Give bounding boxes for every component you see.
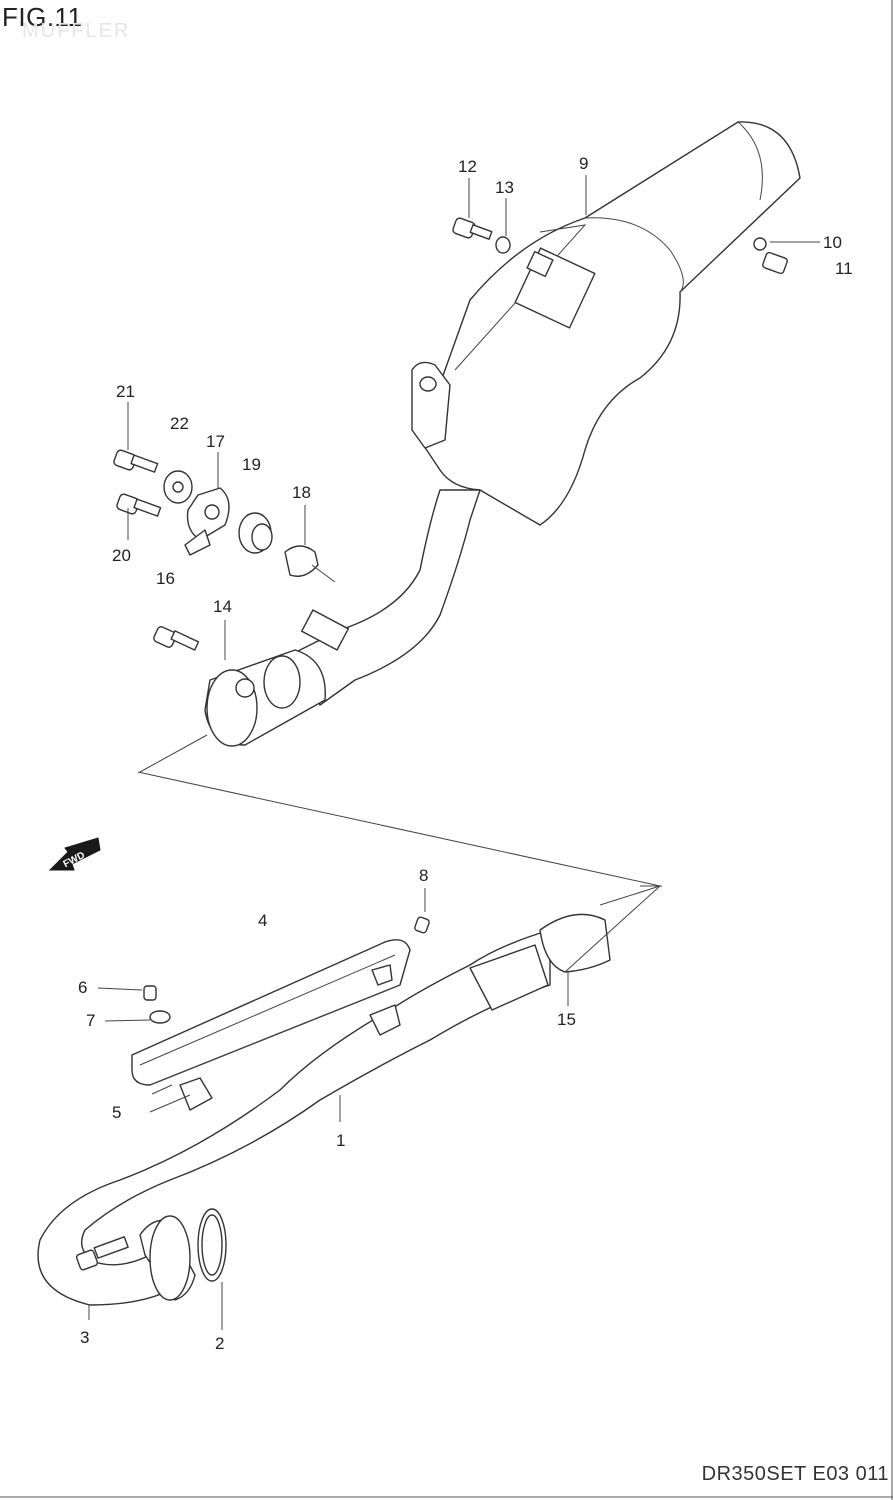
nut-10-washer-11: [753, 237, 788, 275]
joint-clamp: [139, 649, 326, 773]
callout-9: 9: [579, 154, 588, 173]
callout-13: 13: [495, 178, 514, 197]
fwd-label: FWD: [62, 850, 87, 870]
forward-arrow-icon: [48, 837, 101, 871]
callout-19: 19: [242, 455, 261, 474]
callout-labels: 1 2 3 4 5 6 7 8 9 10 11 12 13 14 15 16 1…: [78, 154, 853, 1353]
callout-16: 16: [156, 569, 175, 588]
callout-5: 5: [112, 1103, 121, 1122]
leader-lines: [88, 175, 820, 1330]
callout-3: 3: [80, 1328, 89, 1347]
section-divider-line: [137, 771, 661, 887]
callout-15: 15: [557, 1010, 576, 1029]
callout-6: 6: [78, 978, 87, 997]
callout-21: 21: [116, 382, 135, 401]
muffler-connecting-pipe: [289, 489, 481, 706]
figure-subtitle: MUFFLER: [22, 20, 131, 42]
callout-1: 1: [336, 1131, 345, 1150]
forward-direction-badge: FWD: [48, 837, 101, 871]
callout-17: 17: [206, 432, 225, 451]
bolt-16: [153, 626, 200, 651]
exhaust-pipe: [37, 885, 661, 1306]
exhaust-flange-gasket: [139, 1208, 227, 1301]
callout-10: 10: [823, 233, 842, 252]
screw-6-washer-7: [143, 985, 171, 1024]
stud-bolt-3: [75, 1236, 129, 1271]
bolt-12-washer-13: [452, 217, 511, 254]
muffler-body: [411, 121, 801, 526]
heat-shield: [131, 939, 411, 1111]
rear-mount-hardware: [113, 449, 336, 583]
callout-8: 8: [419, 866, 428, 885]
bolt-8: [414, 916, 430, 934]
callout-2: 2: [215, 1334, 224, 1353]
callout-18: 18: [292, 483, 311, 502]
drawing-code: DR350SET E03 011: [701, 1463, 889, 1485]
callout-14: 14: [213, 597, 232, 616]
callout-12: 12: [458, 157, 477, 176]
callout-20: 20: [112, 546, 131, 565]
callout-22: 22: [170, 414, 189, 433]
callout-11: 11: [835, 259, 853, 278]
figure-title: FIG.11: [2, 2, 83, 32]
callout-7: 7: [86, 1011, 95, 1030]
callout-4: 4: [258, 911, 267, 930]
